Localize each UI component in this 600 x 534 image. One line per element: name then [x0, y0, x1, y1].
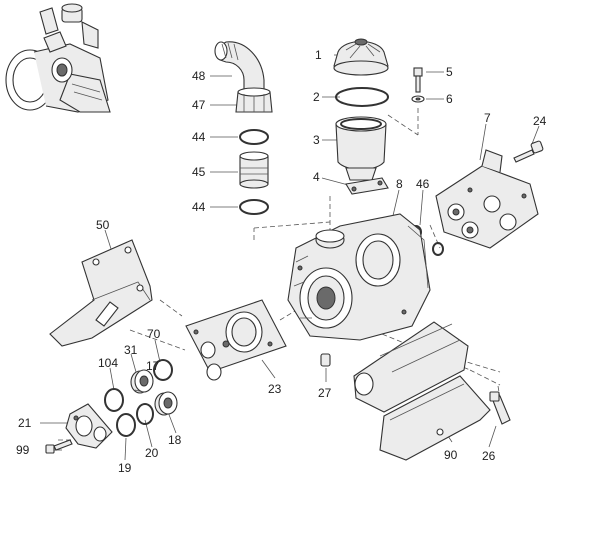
- part-44-oring-lower: [239, 199, 269, 215]
- label-part-1: 1: [315, 48, 322, 62]
- part-50-bracket: [49, 239, 153, 347]
- label-part-26: 26: [482, 449, 496, 463]
- label-part-31: 31: [124, 343, 138, 357]
- label-part-104: 104: [98, 356, 118, 370]
- label-part-90: 90: [444, 448, 458, 462]
- part-26-bolt: [489, 391, 511, 425]
- label-part-19: 19: [118, 461, 132, 475]
- part-6-washer: [411, 95, 425, 103]
- label-part-99: 99: [16, 443, 30, 457]
- label-part-6: 6: [446, 92, 453, 106]
- part-104-oring: [104, 388, 124, 412]
- label-part-18: 18: [168, 433, 182, 447]
- part-90-bracket: [379, 375, 491, 461]
- part-number-labels: 1 2 3 4 5 6 7 8 17 18 19 20 21 23 24 26 …: [16, 48, 547, 475]
- part-8-pump-body: [287, 213, 431, 341]
- part-4-gasket: [345, 177, 389, 195]
- label-part-3: 3: [313, 133, 320, 147]
- part-23-plate: [185, 299, 287, 381]
- part-19-oring: [116, 413, 136, 437]
- part-21-cover: [65, 403, 113, 449]
- label-part-23: 23: [268, 382, 282, 396]
- part-99-screw: [45, 439, 73, 454]
- label-part-44-upper: 44: [192, 130, 206, 144]
- part-2-oring: [335, 87, 389, 107]
- label-part-48: 48: [192, 69, 206, 83]
- part-44-oring-upper: [239, 129, 269, 145]
- label-part-44-lower: 44: [192, 200, 206, 214]
- label-part-47: 47: [192, 98, 206, 112]
- part-17-housing-right: [353, 321, 469, 413]
- label-part-21: 21: [18, 416, 32, 430]
- label-part-2: 2: [313, 90, 320, 104]
- label-part-7: 7: [484, 111, 491, 125]
- part-17-bushing: [154, 391, 178, 416]
- part-47-nut: [235, 87, 273, 113]
- label-part-5: 5: [446, 65, 453, 79]
- part-1-cap: [333, 38, 389, 76]
- label-part-17: 17: [146, 359, 160, 373]
- part-7-valve-head: [435, 149, 539, 249]
- part-45-fitting: [239, 151, 269, 189]
- label-part-46: 46: [416, 177, 430, 191]
- part-48-hose-elbow: [214, 41, 265, 96]
- part-3-air-chamber-cup: [335, 116, 387, 181]
- label-part-70: 70: [147, 327, 161, 341]
- part-24-bolt: [513, 140, 544, 163]
- label-part-50: 50: [96, 218, 110, 232]
- label-part-20: 20: [145, 446, 159, 460]
- label-part-27: 27: [318, 386, 332, 400]
- label-part-8: 8: [396, 177, 403, 191]
- label-part-45: 45: [192, 165, 206, 179]
- part-27-pin: [320, 353, 331, 367]
- label-part-4: 4: [313, 170, 320, 184]
- part-31-bushing: [130, 369, 154, 394]
- part-5-screw: [413, 67, 423, 93]
- label-part-24: 24: [533, 114, 547, 128]
- part-20-oring: [136, 403, 154, 425]
- assembled-pump-thumbnail: [5, 3, 111, 113]
- part-70-oring: [153, 359, 173, 381]
